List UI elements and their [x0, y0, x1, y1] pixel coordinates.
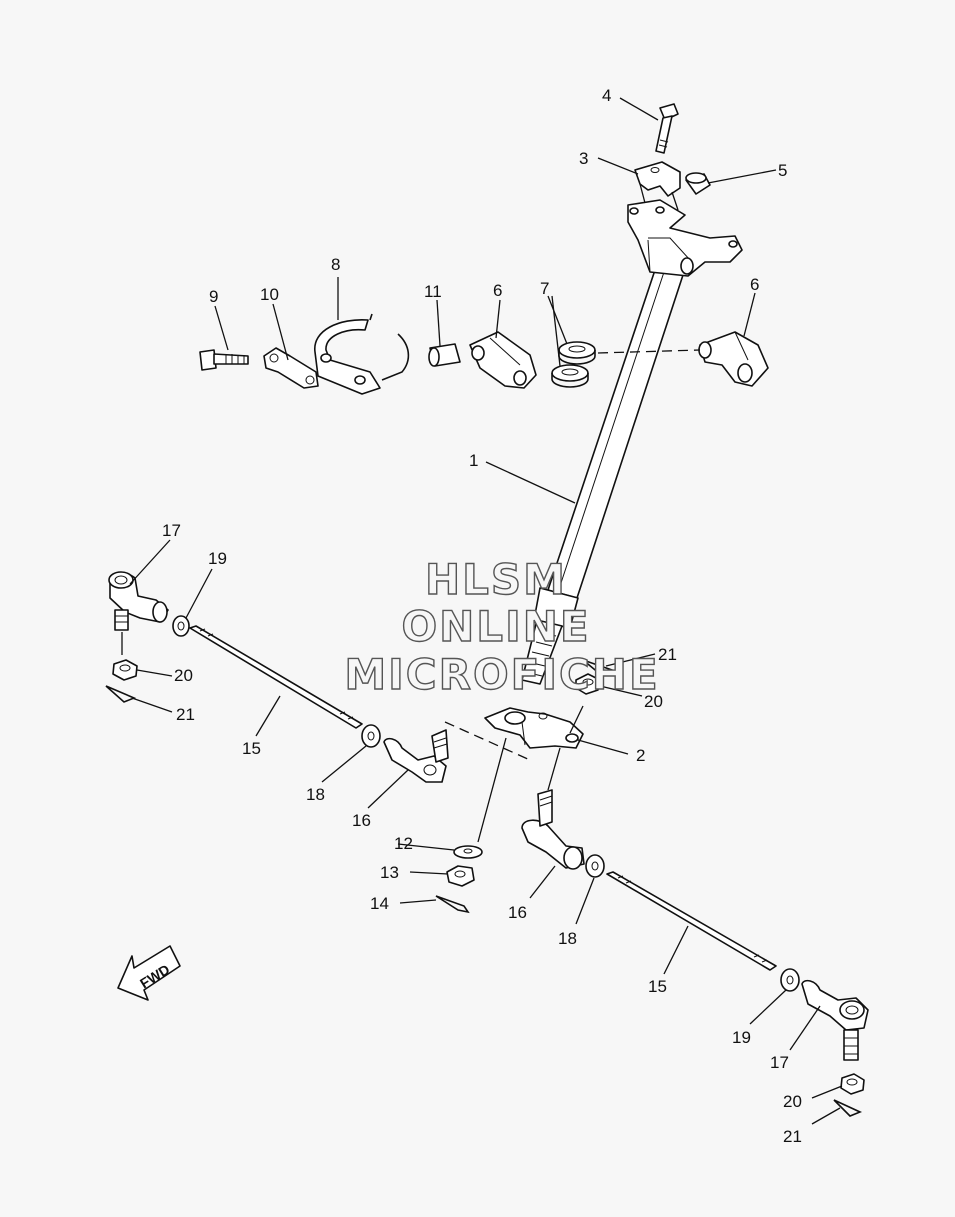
- washer-18b: [585, 854, 605, 878]
- callout-4: 4: [602, 86, 611, 105]
- bushing: [685, 172, 711, 195]
- leader-lines: [129, 97, 843, 1125]
- callout-3: 3: [579, 149, 588, 168]
- upper-clamp: [634, 161, 681, 211]
- callout-5: 5: [778, 161, 787, 180]
- lower-arm: [484, 707, 584, 749]
- callout-20b: 20: [644, 692, 663, 711]
- washer-19b: [780, 968, 800, 992]
- callout-6b: 6: [750, 275, 759, 294]
- callout-18a: 18: [306, 785, 325, 804]
- callout-13: 13: [380, 863, 399, 882]
- pin-21b: [582, 659, 615, 675]
- tie-rod-end-17b: [801, 979, 869, 1061]
- callout-16a: 16: [352, 811, 371, 830]
- callout-9: 9: [209, 287, 218, 306]
- tie-rod-left: [189, 625, 363, 729]
- washer-19a: [172, 615, 190, 637]
- tie-rod-end-16b: [521, 789, 585, 870]
- watermark: HLSM ONLINE MICROFICHE: [344, 554, 659, 699]
- callout-18b: 18: [558, 929, 577, 948]
- callout-14: 14: [370, 894, 389, 913]
- callout-20c: 20: [783, 1092, 802, 1111]
- callout-21a: 21: [176, 705, 195, 724]
- washer-18a: [361, 724, 381, 748]
- washer-12: [453, 845, 483, 859]
- nut-20c: [840, 1073, 865, 1095]
- callout-2: 2: [636, 746, 645, 765]
- callout-8: 8: [331, 255, 340, 274]
- pin-14: [435, 895, 470, 914]
- callout-17a: 17: [162, 521, 181, 540]
- nut-20b: [575, 673, 601, 695]
- callout-7: 7: [540, 279, 549, 298]
- washers: [551, 341, 596, 388]
- tie-rod-end-16a: [383, 729, 449, 783]
- callout-21c: 21: [783, 1127, 802, 1146]
- callout-15b: 15: [648, 977, 667, 996]
- pin-21c: [833, 1099, 863, 1117]
- lock-washer: [263, 347, 319, 389]
- nut-20a: [112, 659, 138, 681]
- collar: [428, 343, 461, 367]
- retaining-plate: [314, 313, 410, 395]
- callout-21b: 21: [658, 645, 677, 664]
- callout-15a: 15: [242, 739, 261, 758]
- nut-left-17: [152, 601, 168, 623]
- callout-11: 11: [424, 282, 442, 301]
- fwd-arrow: FWD: [117, 945, 181, 1001]
- bolt-9: [199, 349, 249, 371]
- holder-right: [698, 331, 769, 387]
- watermark-line-3: MICROFICHE: [344, 650, 659, 699]
- pin-21a: [105, 685, 137, 703]
- nut-13: [446, 865, 475, 887]
- callout-19a: 19: [208, 549, 227, 568]
- upper-bolt: [655, 103, 679, 154]
- callout-1: 1: [469, 451, 478, 470]
- callout-19b: 19: [732, 1028, 751, 1047]
- callout-6a: 6: [493, 281, 502, 300]
- callouts: 4 3 5 6 7 6 11 8 10 9 1 17 19 20 21 15 1…: [162, 86, 802, 1146]
- callout-16b: 16: [508, 903, 527, 922]
- watermark-line-2: ONLINE: [401, 602, 590, 651]
- tie-rod-right: [606, 871, 777, 971]
- callout-20a: 20: [174, 666, 193, 685]
- callout-10: 10: [260, 285, 279, 304]
- holder-left: [469, 331, 537, 389]
- callout-12: 12: [394, 834, 413, 853]
- watermark-line-1: HLSM: [425, 555, 567, 604]
- callout-17b: 17: [770, 1053, 789, 1072]
